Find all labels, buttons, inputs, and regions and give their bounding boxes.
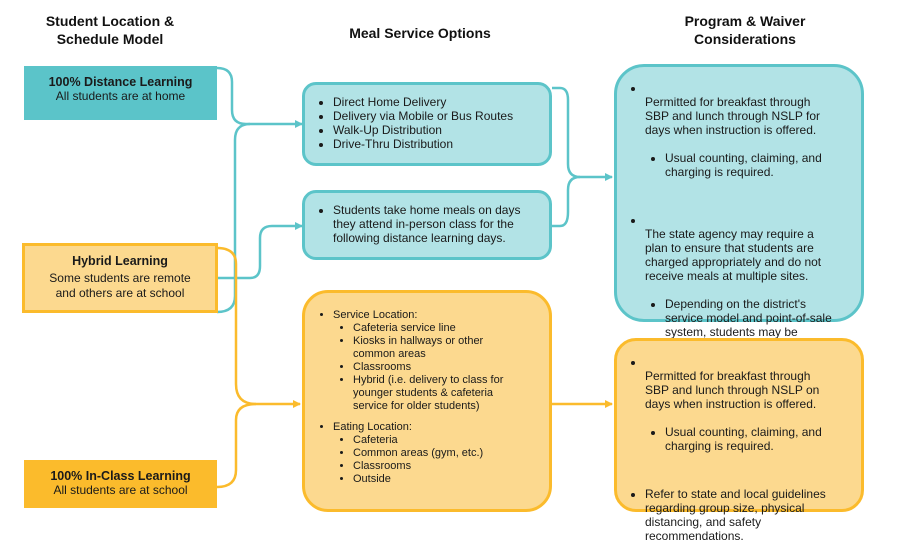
column-header-meal: Meal Service Options: [349, 25, 491, 41]
program-inperson-list: Permitted for breakfast through SBP and …: [627, 355, 855, 543]
link-distance-to-delivery: [216, 66, 303, 128]
service-location-list: Cafeteria service line Kiosks in hallway…: [333, 322, 543, 413]
column-header-program: Program & Waiver Considerations: [684, 13, 806, 47]
model-distance-learning: 100% Distance Learning All students are …: [24, 66, 217, 120]
list-item: Drive-Thru Distribution: [333, 137, 543, 151]
meal-delivery-box: Direct Home Delivery Delivery via Mobile…: [302, 82, 552, 166]
column-header-location: Student Location & Schedule Model: [45, 13, 175, 47]
link-hybrid-to-onsite: [216, 246, 301, 408]
link-hybrid-to-takehome: [217, 222, 303, 280]
program-remote-point-2: The state agency may require a plan to e…: [645, 227, 822, 283]
eating-location-list: Cafeteria Common areas (gym, etc.) Class…: [333, 434, 543, 486]
model-inclass-title: 100% In-Class Learning: [50, 469, 191, 483]
program-inperson-box: Permitted for breakfast through SBP and …: [614, 338, 864, 543]
link-inclass-to-onsite: [216, 402, 257, 489]
meal-takehome-box: Students take home meals on days they at…: [302, 190, 552, 260]
model-inclass-subtitle: All students are at school: [53, 483, 188, 497]
meal-takehome-list: Students take home meals on days they at…: [315, 203, 543, 245]
model-distance-subtitle: All students are at home: [55, 89, 186, 103]
program-remote-sublist-1: Usual counting, claiming, and charging i…: [645, 137, 855, 193]
eating-location-label: Eating Location:: [333, 421, 412, 433]
list-item: Service Location: Cafeteria service line…: [333, 309, 543, 413]
list-item: Permitted for breakfast through SBP and …: [645, 81, 855, 207]
service-location-label: Service Location:: [333, 309, 418, 321]
list-item: Usual counting, claiming, and charging i…: [665, 425, 855, 453]
meal-onsite-box: Service Location: Cafeteria service line…: [302, 290, 552, 512]
meal-onsite-list: Service Location: Cafeteria service line…: [315, 309, 543, 486]
model-inclass-learning: 100% In-Class Learning All students are …: [24, 460, 217, 508]
model-hybrid-subtitle: Some students are remote and others are …: [49, 271, 191, 300]
list-item: Cafeteria: [353, 434, 543, 447]
list-item: Direct Home Delivery: [333, 95, 543, 109]
meal-delivery-list: Direct Home Delivery Delivery via Mobile…: [315, 95, 543, 151]
list-item: Usual counting, claiming, and charging i…: [665, 151, 855, 179]
list-item: Delivery via Mobile or Bus Routes: [333, 109, 543, 123]
list-item: Classrooms: [353, 361, 543, 374]
model-hybrid-title: Hybrid Learning: [72, 254, 168, 268]
program-remote-box: Permitted for breakfast through SBP and …: [614, 64, 864, 367]
program-inperson-point-1: Permitted for breakfast through SBP and …: [645, 369, 820, 411]
program-remote-point-1: Permitted for breakfast through SBP and …: [645, 95, 821, 137]
list-item: Common areas (gym, etc.): [353, 447, 543, 460]
link-hybrid-to-delivery: [216, 122, 251, 314]
list-item: Kiosks in hallways or other common areas: [353, 335, 543, 361]
program-inperson-sublist-1: Usual counting, claiming, and charging i…: [645, 411, 855, 467]
list-item: Classrooms: [353, 460, 543, 473]
list-item: Students take home meals on days they at…: [333, 203, 543, 245]
list-item: Outside: [353, 473, 543, 486]
list-item: Eating Location: Cafeteria Common areas …: [333, 421, 543, 486]
list-item: Refer to state and local guidelines rega…: [645, 487, 855, 543]
list-item: Hybrid (i.e. delivery to class for young…: [353, 374, 543, 413]
list-item: Permitted for breakfast through SBP and …: [645, 355, 855, 481]
model-distance-title: 100% Distance Learning: [48, 75, 193, 89]
link-delivery-to-remote: [552, 86, 613, 181]
list-item: Cafeteria service line: [353, 322, 543, 335]
link-takehome-to-remote: [552, 175, 581, 228]
list-item: Walk-Up Distribution: [333, 123, 543, 137]
model-hybrid-learning: Hybrid Learning Some students are remote…: [22, 243, 218, 313]
